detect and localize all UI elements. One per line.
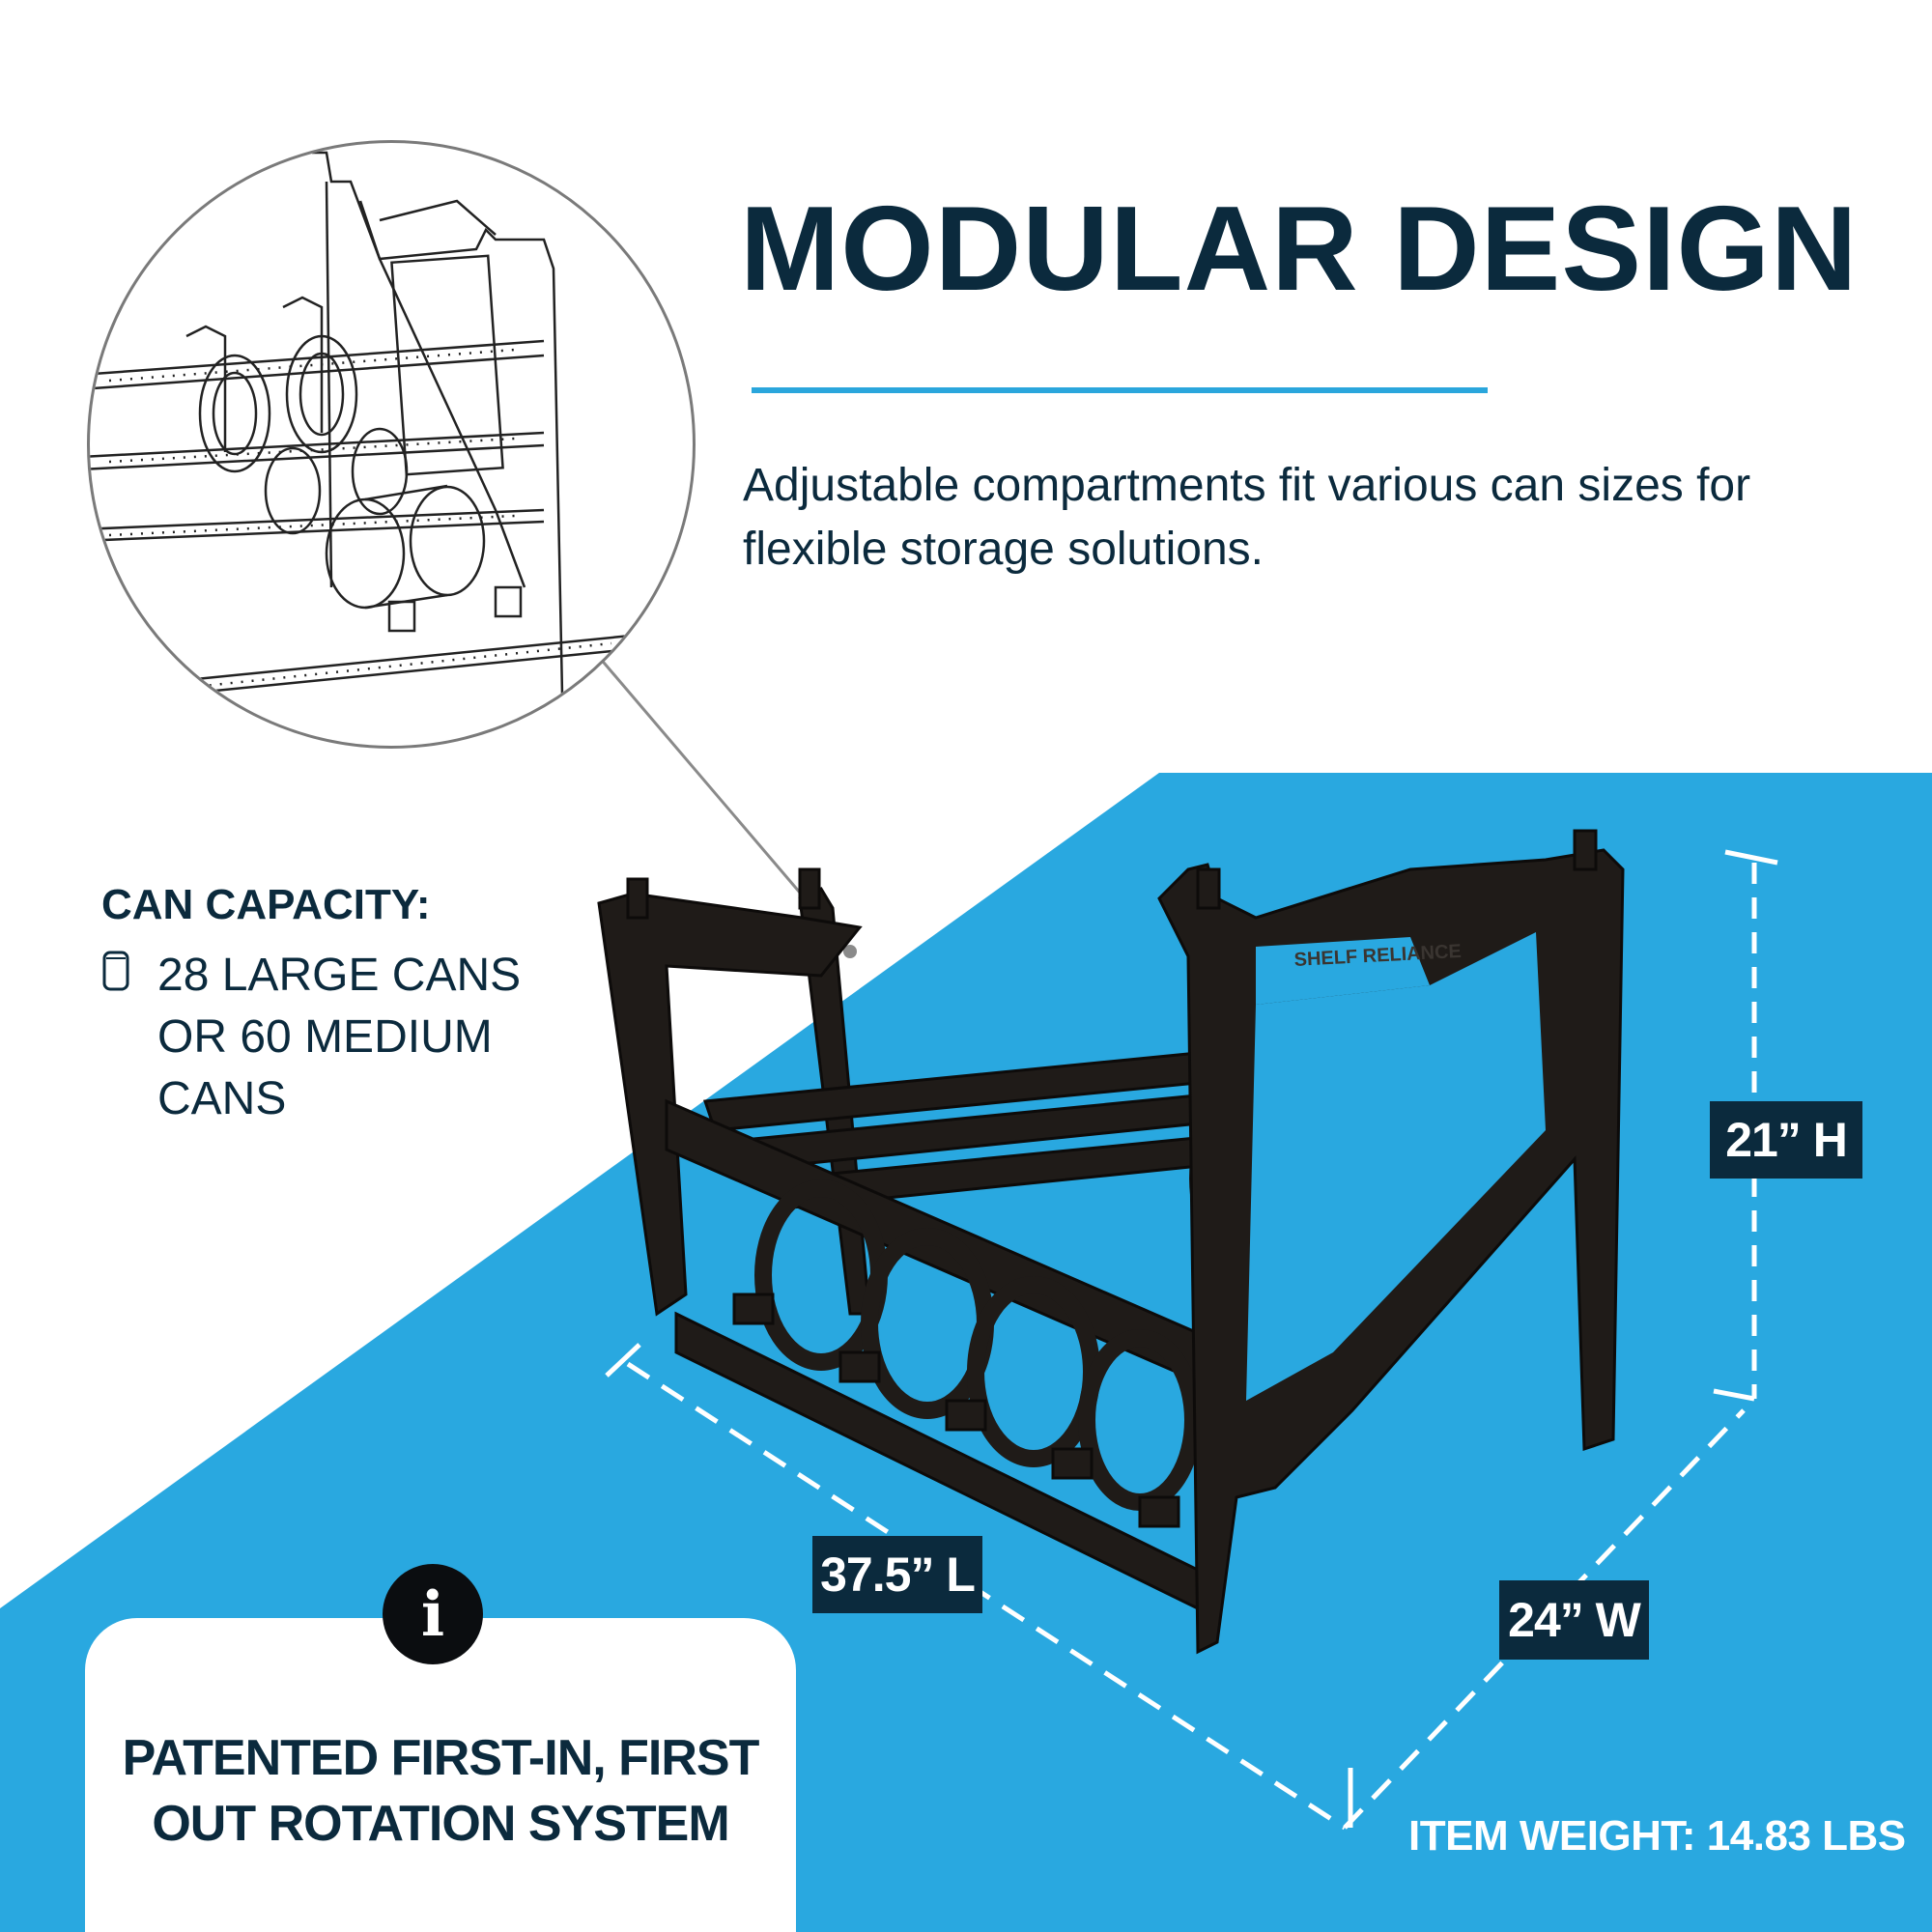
capacity-heading: CAN CAPACITY: — [101, 881, 431, 928]
feature-card — [85, 1618, 796, 1932]
can-icon — [102, 951, 129, 991]
detail-drawing-circle — [87, 140, 696, 749]
capacity-value: 28 LARGE CANS OR 60 MEDIUM CANS — [157, 950, 522, 1124]
length-dimension-line — [626, 1361, 1347, 1831]
width-dimension-badge: 24” W — [1499, 1580, 1649, 1660]
feature-text: PATENTED FIRST-IN, FIRST OUT ROTATION SY… — [122, 1730, 760, 1852]
title-divider — [752, 387, 1488, 393]
item-weight: ITEM WEIGHT: 14.83 LBS — [1408, 1812, 1906, 1860]
info-icon: i — [383, 1564, 483, 1664]
length-dimension-badge: 37.5” L — [812, 1536, 982, 1613]
height-dimension-badge: 21” H — [1710, 1101, 1862, 1179]
line-drawing-illustration — [90, 151, 632, 743]
subtitle: Adjustable compartments fit various can … — [743, 460, 1751, 575]
page-title: MODULAR DESIGN — [740, 183, 1859, 316]
can-rack-product-image: SHELF RELIANCE — [597, 829, 1625, 1655]
height-tick-top — [1724, 849, 1778, 866]
